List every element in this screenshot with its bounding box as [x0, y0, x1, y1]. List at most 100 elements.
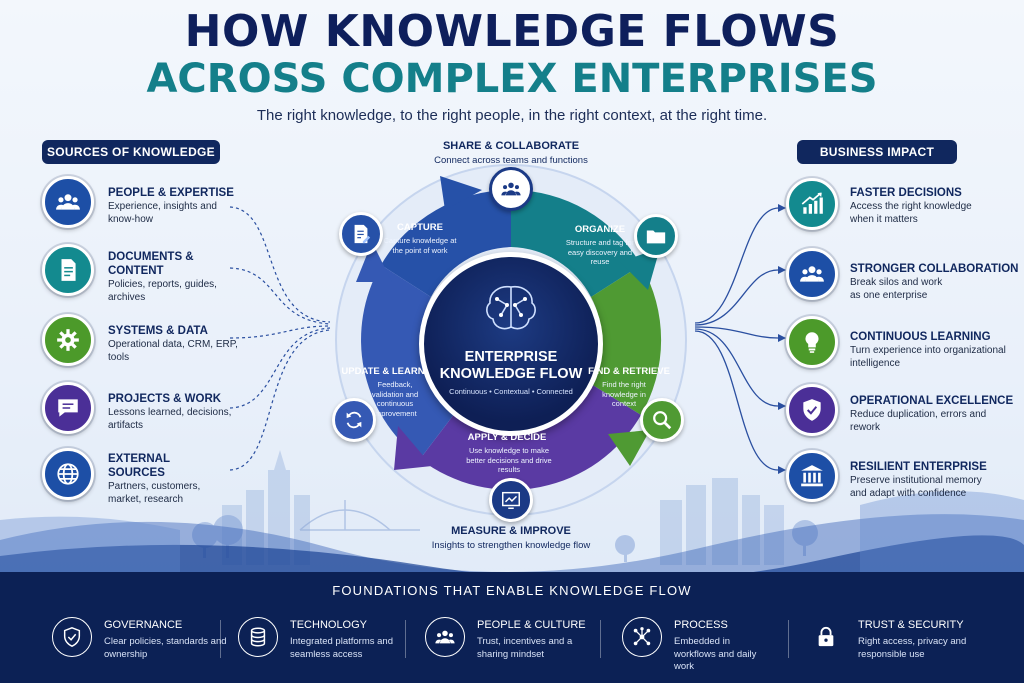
foundation-governance: GOVERNANCE Clear policies, standards and… — [52, 615, 232, 665]
find-desc: Find the right knowledge in context — [602, 380, 646, 408]
impact-desc: Turn experience into organizational inte… — [850, 345, 1006, 369]
refresh-icon — [346, 411, 362, 429]
foundation-title: GOVERNANCE — [104, 619, 183, 631]
divider — [405, 620, 406, 658]
apply-desc: Use knowledge to make better decisions a… — [466, 446, 552, 474]
impact-item-excellence: OPERATIONAL EXCELLENCE Reduce duplicatio… — [786, 384, 1016, 444]
foundation-desc: Integrated platforms and seamless access — [290, 636, 393, 660]
segment-find — [591, 265, 662, 415]
chat-icon — [42, 382, 94, 434]
impact-desc: Access the right knowledge when it matte… — [850, 201, 972, 225]
impact-item-learning: CONTINUOUS LEARNING Turn experience into… — [786, 316, 1016, 376]
impact-title: FASTER DECISIONS — [850, 187, 962, 199]
database-icon — [238, 617, 278, 657]
source-desc: Policies, reports, guides, archives — [108, 279, 217, 303]
subtitle: The right knowledge, to the right people… — [256, 107, 768, 124]
share-label: SHARE & COLLABORATE Connect across teams… — [400, 140, 622, 166]
foundation-title: PROCESS — [674, 619, 728, 631]
foundation-technology: TECHNOLOGY Integrated platforms and seam… — [238, 615, 408, 665]
source-desc: Operational data, CRM, ERP, tools — [108, 339, 238, 363]
people-icon — [425, 617, 465, 657]
source-item-external: EXTERNAL SOURCES Partners, customers, ma… — [42, 448, 242, 508]
foundation-people: PEOPLE & CULTURE Trust, incentives and a… — [425, 615, 595, 665]
brain-network-icon — [486, 285, 536, 330]
network-icon — [622, 617, 662, 657]
document-icon — [42, 244, 94, 296]
source-title: DOCUMENTS & CONTENT — [108, 251, 194, 277]
measure-label: MEASURE & IMPROVE Insights to strengthen… — [400, 525, 622, 551]
organize-desc: Structure and tag for easy discovery and… — [565, 238, 635, 266]
capture-node — [339, 212, 383, 256]
source-item-documents: DOCUMENTS & CONTENT Policies, reports, g… — [42, 244, 242, 304]
foundation-process: PROCESS Embedded in workflows and daily … — [622, 615, 792, 672]
team-icon — [501, 182, 521, 196]
lightbulb-icon — [786, 316, 838, 368]
impact-item-faster-decisions: FASTER DECISIONS Access the right knowle… — [786, 178, 1016, 238]
people-icon — [42, 176, 94, 228]
impact-desc: Preserve institutional memory and adapt … — [850, 475, 982, 499]
organize-title: ORGANIZE — [574, 224, 626, 235]
search-icon — [653, 411, 672, 430]
segment-apply — [420, 384, 641, 490]
globe-icon — [42, 448, 94, 500]
impact-desc: Reduce duplication, errors and rework — [850, 409, 987, 433]
foundation-trust: TRUST & SECURITY Right access, privacy a… — [806, 615, 1006, 665]
divider — [788, 620, 789, 658]
foundation-title: TRUST & SECURITY — [858, 619, 964, 631]
measure-node — [489, 478, 533, 522]
title-line-1: HOW KNOWLEDGE FLOWS — [184, 6, 840, 57]
foundation-desc: Clear policies, standards and ownership — [104, 636, 227, 660]
foundation-desc: Embedded in workflows and daily work — [674, 636, 757, 672]
core-title-line1: ENTERPRISE — [464, 349, 558, 365]
source-desc: Partners, customers, market, research — [108, 481, 201, 505]
source-title: PEOPLE & EXPERTISE — [108, 187, 234, 199]
organize-node — [634, 214, 678, 258]
gear-icon — [42, 314, 94, 366]
measure-title: MEASURE & IMPROVE — [451, 525, 571, 537]
update-node — [332, 398, 376, 442]
update-desc: Feedback, validation and continuous impr… — [371, 380, 419, 418]
impact-desc: Break silos and work as one enterprise — [850, 277, 943, 301]
impact-item-resilient: RESILIENT ENTERPRISE Preserve institutio… — [786, 450, 1016, 510]
impact-heading: BUSINESS IMPACT — [797, 140, 957, 164]
source-title: EXTERNAL SOURCES — [108, 453, 170, 479]
sources-heading: SOURCES OF KNOWLEDGE — [42, 140, 220, 164]
foundation-desc: Right access, privacy and responsible us… — [858, 636, 967, 660]
impact-item-collaboration: STRONGER COLLABORATION Break silos and w… — [786, 248, 1018, 308]
divider — [220, 620, 221, 658]
capture-desc: Capture knowledge at the point of work — [383, 236, 457, 255]
institution-icon — [786, 450, 838, 502]
shield-check-icon — [52, 617, 92, 657]
lock-icon — [806, 617, 846, 657]
share-desc: Connect across teams and functions — [434, 155, 588, 166]
folder-icon — [646, 230, 666, 244]
foundations-band — [0, 572, 1024, 683]
foundations-heading: FOUNDATIONS THAT ENABLE KNOWLEDGE FLOW — [332, 583, 692, 598]
apply-title: APPLY & DECIDE — [467, 432, 547, 443]
segment-organize — [511, 189, 641, 297]
impact-title: OPERATIONAL EXCELLENCE — [850, 395, 1014, 407]
center-core: ENTERPRISE KNOWLEDGE FLOW Continuous • C… — [419, 252, 603, 436]
core-title-line2: KNOWLEDGE FLOW — [439, 366, 583, 382]
find-title: FIND & RETRIEVE — [588, 366, 670, 377]
impact-title: CONTINUOUS LEARNING — [850, 331, 991, 343]
source-item-projects: PROJECTS & WORK Lessons learned, decisio… — [42, 382, 242, 442]
growth-chart-icon — [786, 178, 838, 230]
source-title: PROJECTS & WORK — [108, 393, 222, 405]
core-title: ENTERPRISE KNOWLEDGE FLOW — [424, 349, 598, 383]
share-node — [489, 167, 533, 211]
impact-title: RESILIENT ENTERPRISE — [850, 461, 987, 473]
segment-capture — [381, 189, 511, 297]
segment-update — [361, 265, 455, 459]
document-edit-icon — [354, 224, 371, 244]
capture-title: CAPTURE — [397, 222, 443, 233]
source-desc: Experience, insights and know-how — [108, 201, 217, 225]
divider — [600, 620, 601, 658]
foundation-desc: Trust, incentives and a sharing mindset — [477, 636, 573, 660]
source-title: SYSTEMS & DATA — [108, 325, 208, 337]
foundation-title: PEOPLE & CULTURE — [477, 619, 586, 631]
shield-icon — [786, 384, 838, 436]
core-subtitle: Continuous • Contextual • Connected — [449, 387, 573, 396]
update-title: UPDATE & LEARN — [341, 366, 425, 377]
